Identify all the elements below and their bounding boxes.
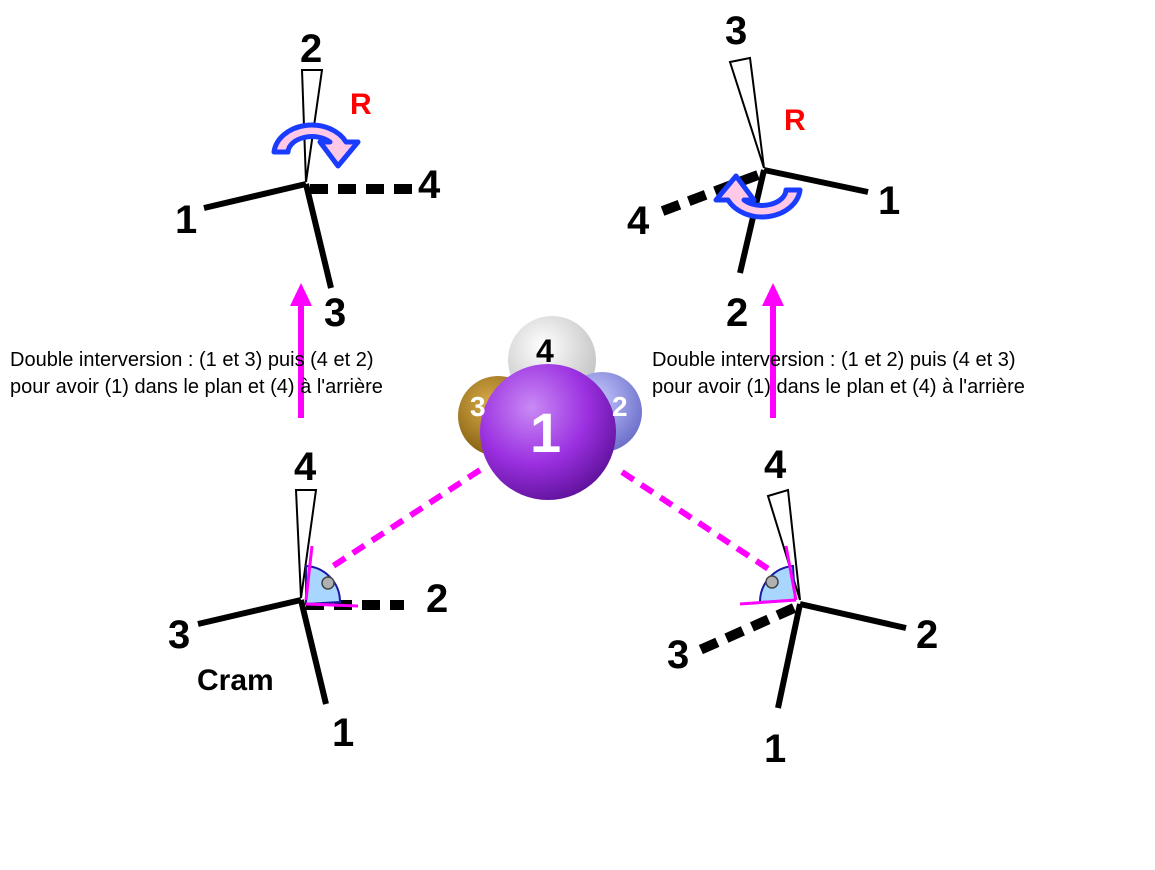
cram-label: Cram <box>197 664 274 697</box>
sphere-label-2: 2 <box>612 391 628 422</box>
bottom-right-label-1: 1 <box>764 727 786 771</box>
sphere-atom-1 <box>480 364 616 500</box>
top-left-bond-1 <box>203 181 307 211</box>
top-left-label-2: 2 <box>300 27 322 71</box>
top-right-label-3: 3 <box>725 9 747 53</box>
caption-left-line-1: Double interversion : (1 et 3) puis (4 e… <box>10 349 374 371</box>
bottom-right-molecule: 4 2 3 1 <box>667 443 938 771</box>
sphere-label-1: 1 <box>530 401 561 464</box>
bottom-right-bond-2 <box>799 601 907 631</box>
bottom-right-dashed-bond-3 <box>697 603 797 655</box>
top-left-label-4: 4 <box>418 163 441 207</box>
top-left-label-1: 1 <box>175 198 197 242</box>
top-left-molecule: 2 1 4 3 R <box>175 27 441 335</box>
right-viewing-line <box>620 469 775 575</box>
bottom-left-label-3: 3 <box>168 613 190 657</box>
top-right-bond-1 <box>763 167 869 195</box>
top-right-label-4: 4 <box>627 199 650 243</box>
bottom-left-label-4: 4 <box>294 445 317 489</box>
bottom-right-label-4: 4 <box>764 443 787 487</box>
space-filling-model: 4 3 2 1 <box>458 316 642 500</box>
top-right-label-1: 1 <box>878 179 900 223</box>
bottom-left-bond-1 <box>298 599 329 705</box>
top-left-config-label: R <box>350 88 372 121</box>
top-left-bond-3 <box>303 183 334 289</box>
top-left-rotation-arrow <box>271 122 361 169</box>
top-right-molecule: 3 1 4 2 R <box>627 9 900 335</box>
bottom-left-label-2: 2 <box>426 577 448 621</box>
bottom-left-wedge-bond <box>294 489 318 599</box>
bottom-right-label-3: 3 <box>667 633 689 677</box>
top-right-bond-2 <box>737 169 767 274</box>
right-transformation-arrow <box>762 283 784 418</box>
sphere-label-3: 3 <box>470 391 486 422</box>
bottom-right-bond-1 <box>775 603 803 709</box>
top-left-label-3: 3 <box>324 291 346 335</box>
caption-right-line-2: pour avoir (1) dans le plan et (4) à l'a… <box>652 376 1025 398</box>
bottom-left-bond-3 <box>197 597 302 627</box>
left-transformation-arrow <box>290 283 312 418</box>
top-right-config-label: R <box>784 104 806 137</box>
caption-left-line-2: pour avoir (1) dans le plan et (4) à l'a… <box>10 376 383 398</box>
bottom-left-molecule: 4 2 3 1 Cram <box>168 445 448 755</box>
sphere-label-4: 4 <box>536 333 554 369</box>
left-viewing-line <box>328 467 482 571</box>
top-right-label-2: 2 <box>726 291 748 335</box>
caption-right-line-1: Double interversion : (1 et 2) puis (4 e… <box>652 349 1016 371</box>
bottom-right-label-2: 2 <box>916 613 938 657</box>
top-right-wedge-bond <box>728 56 765 169</box>
top-right-rotation-arrow <box>713 173 803 220</box>
bottom-left-label-1: 1 <box>332 711 354 755</box>
